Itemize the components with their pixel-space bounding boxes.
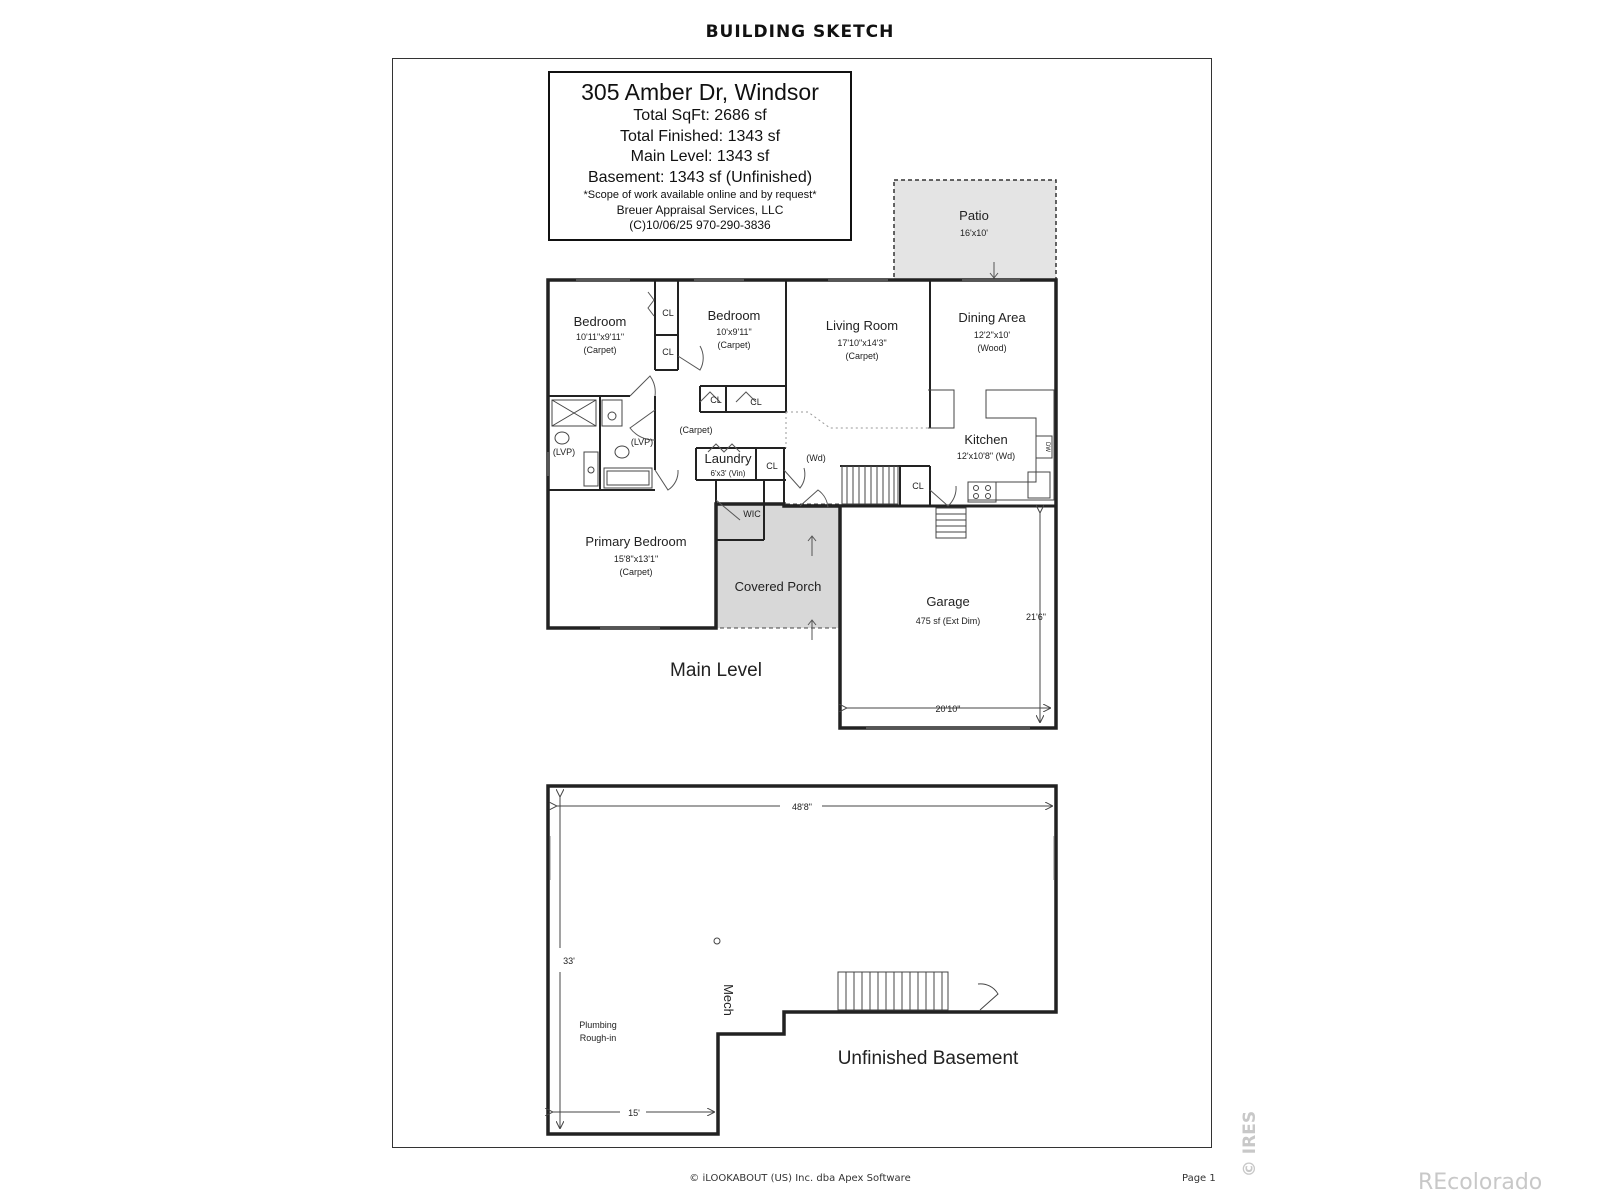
bedroom-left-dim: 10'11"x9'11" bbox=[576, 332, 624, 342]
kitchen-counters bbox=[928, 389, 1055, 503]
bedroom-mid-label: Bedroom bbox=[708, 308, 761, 323]
mech-marker bbox=[713, 937, 721, 945]
interior-walls bbox=[548, 280, 931, 628]
laundry-label: Laundry bbox=[705, 451, 752, 466]
bath-fixtures bbox=[551, 399, 653, 489]
footer-page-number: Page 1 bbox=[1182, 1173, 1216, 1184]
living-room-dim: 17'10"x14'3" bbox=[837, 338, 886, 348]
primary-bedroom-floor: (Carpet) bbox=[619, 567, 652, 577]
laundry-dim: 6'x3' (Vin) bbox=[711, 469, 746, 478]
closet-label-3: CL bbox=[710, 395, 722, 405]
garage-dim: 475 sf (Ext Dim) bbox=[916, 616, 981, 626]
closet-label-2: CL bbox=[662, 347, 674, 357]
dining-area-dim: 12'2"x10' bbox=[974, 330, 1010, 340]
closet-label-1: CL bbox=[662, 308, 674, 318]
footer-copyright: © iLOOKABOUT (US) Inc. dba Apex Software bbox=[689, 1173, 911, 1184]
basement-outline bbox=[546, 784, 1058, 1136]
basement-level-label: Unfinished Basement bbox=[838, 1048, 1019, 1069]
basement-stairs bbox=[837, 971, 999, 1011]
living-room-label: Living Room bbox=[826, 318, 898, 333]
main-level-sqft: Main Level: 1343 sf bbox=[630, 148, 770, 165]
garage-depth: 21'6" bbox=[1026, 612, 1046, 622]
door-swings bbox=[629, 291, 957, 521]
basement-bottom-width: 15' bbox=[628, 1108, 640, 1118]
company-name: Breuer Appraisal Services, LLC bbox=[616, 203, 784, 217]
bedroom-mid-dim: 10'x9'11" bbox=[716, 327, 752, 337]
sketch-frame bbox=[392, 58, 1212, 1148]
dining-area-floor: (Wood) bbox=[977, 343, 1006, 353]
bath-floor-1: (LVP) bbox=[631, 437, 653, 447]
dining-area-label: Dining Area bbox=[958, 310, 1026, 325]
basement-sqft: Basement: 1343 sf (Unfinished) bbox=[587, 168, 813, 186]
ires-watermark-text: © IRES bbox=[1240, 1110, 1260, 1178]
property-address: 305 Amber Dr, Windsor bbox=[581, 79, 819, 105]
main-stairs bbox=[841, 465, 967, 539]
mech-label: Mech bbox=[721, 984, 736, 1016]
total-sqft: Total SqFt: 2686 sf bbox=[633, 107, 767, 124]
dishwasher-label: DW bbox=[1044, 442, 1050, 452]
basement-depth: 33' bbox=[563, 956, 575, 966]
basement-width: 48'8" bbox=[792, 802, 812, 812]
plumbing-label-1: Plumbing bbox=[579, 1020, 617, 1030]
hall-wood-floor: (Wd) bbox=[806, 453, 826, 463]
ires-watermark: © IRES bbox=[1238, 1108, 1262, 1188]
copyright-phone: (C)10/06/25 970-290-3836 bbox=[629, 218, 771, 232]
bedroom-left-floor: (Carpet) bbox=[583, 345, 616, 355]
main-level-label: Main Level bbox=[670, 660, 762, 681]
bath-floor-2: (LVP) bbox=[553, 447, 575, 457]
kitchen-dim: 12'x10'8" (Wd) bbox=[957, 451, 1015, 461]
hall-floor: (Carpet) bbox=[679, 425, 712, 435]
bedroom-left-label: Bedroom bbox=[574, 314, 627, 329]
scope-note: *Scope of work available online and by r… bbox=[583, 189, 817, 201]
covered-porch-label: Covered Porch bbox=[735, 579, 822, 594]
page-title: BUILDING SKETCH bbox=[705, 22, 895, 42]
kitchen-label: Kitchen bbox=[964, 432, 1007, 447]
plumbing-label-2: Rough-in bbox=[580, 1033, 617, 1043]
wic-label: WIC bbox=[743, 509, 761, 519]
covered-porch-area bbox=[715, 503, 841, 629]
closet-label-5: CL bbox=[766, 461, 778, 471]
recolorado-watermark: REcolorado bbox=[1418, 1170, 1543, 1195]
basement-windows bbox=[549, 836, 1055, 880]
primary-bedroom-label: Primary Bedroom bbox=[585, 534, 686, 549]
patio-dim: 16'x10' bbox=[960, 228, 988, 238]
open-boundaries bbox=[785, 411, 930, 448]
primary-bedroom-dim: 15'8"x13'1" bbox=[614, 554, 658, 564]
patio-label: Patio bbox=[959, 208, 989, 223]
property-info-box: 305 Amber Dr, Windsor Total SqFt: 2686 s… bbox=[548, 71, 852, 241]
living-room-floor: (Carpet) bbox=[845, 351, 878, 361]
bedroom-mid-floor: (Carpet) bbox=[717, 340, 750, 350]
windows bbox=[547, 279, 1030, 729]
closet-label-4: CL bbox=[750, 397, 762, 407]
closet-label-6: CL bbox=[912, 481, 924, 491]
garage-label: Garage bbox=[926, 594, 969, 609]
garage-width: 20'10" bbox=[936, 704, 961, 714]
total-finished: Total Finished: 1343 sf bbox=[619, 127, 781, 145]
